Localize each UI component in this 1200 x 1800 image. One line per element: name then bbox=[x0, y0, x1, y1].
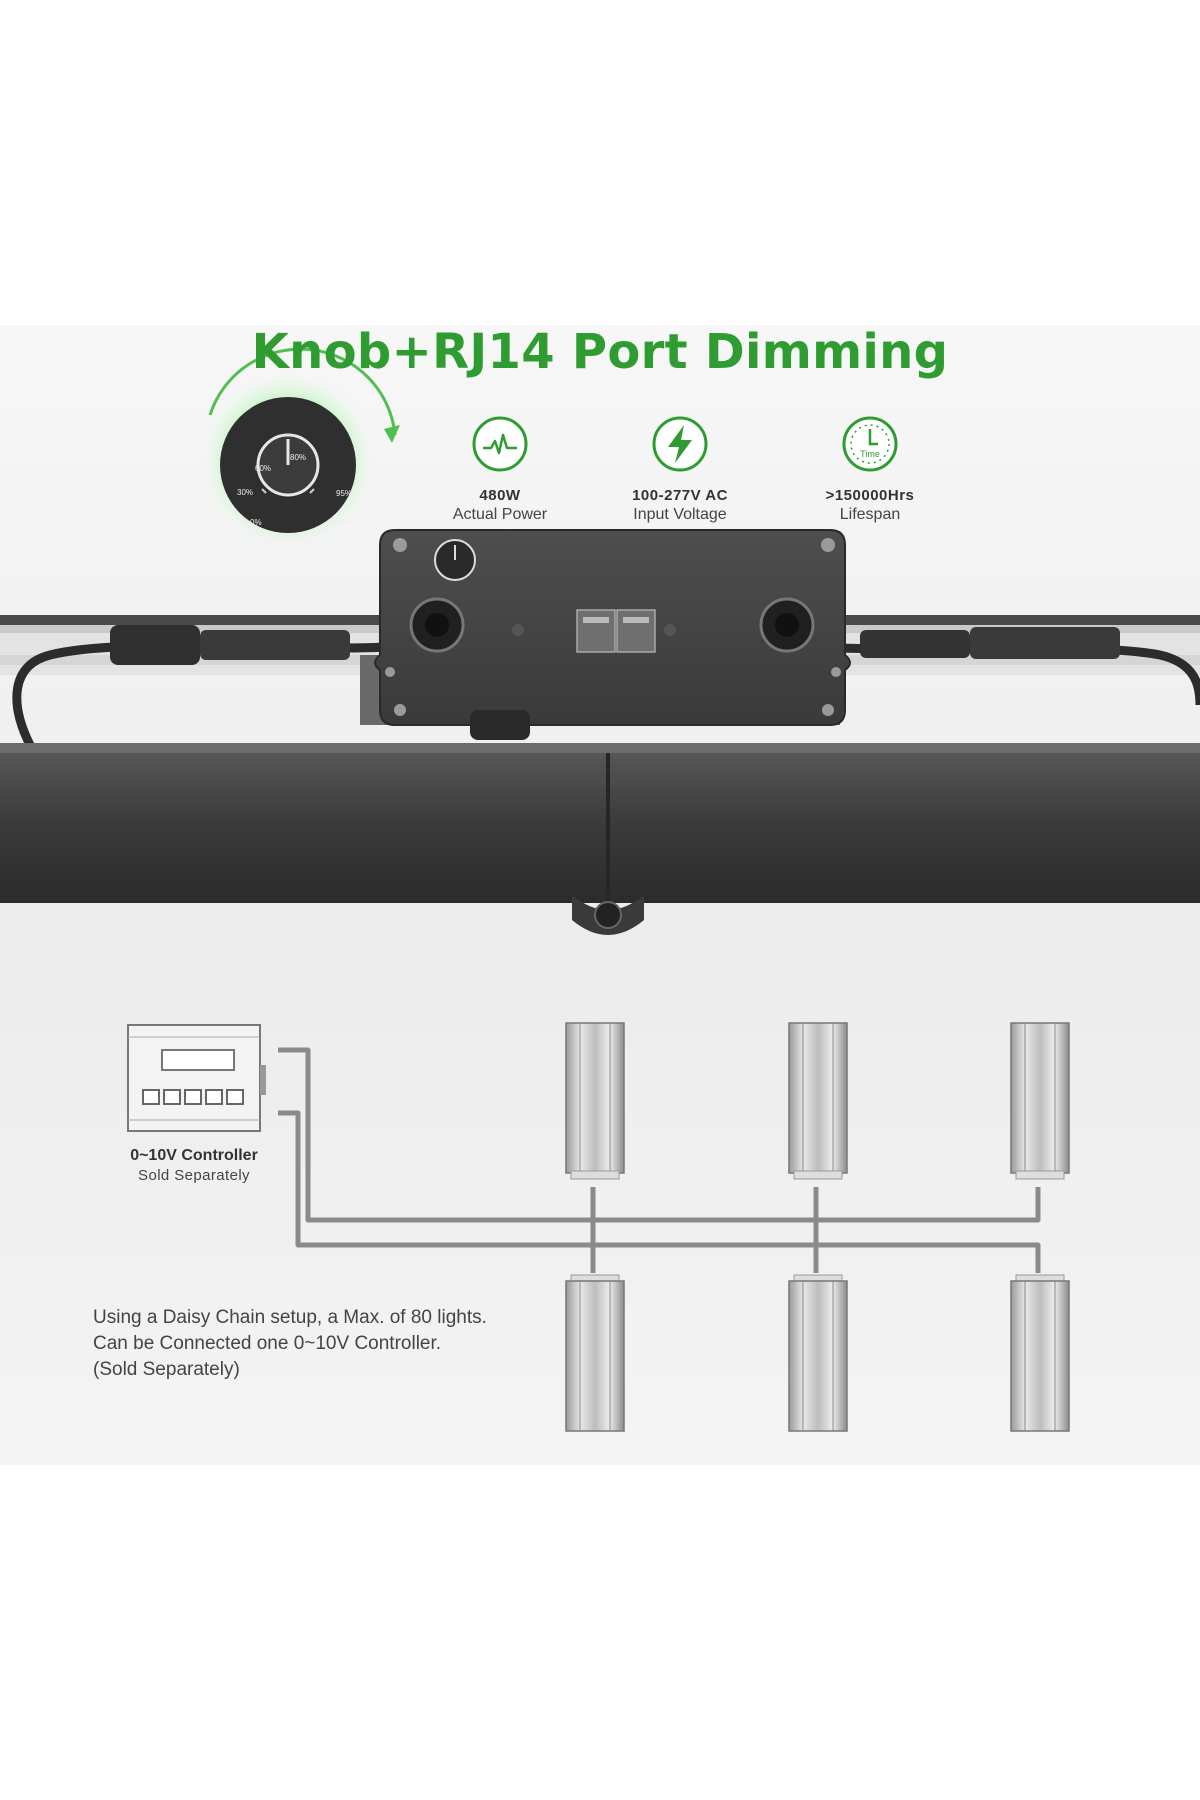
daisy-chain-note: Using a Daisy Chain setup, a Max. of 80 … bbox=[93, 1305, 487, 1383]
dial-mark-0: 0% bbox=[250, 518, 262, 527]
feature-lifespan-value: >150000Hrs bbox=[825, 487, 915, 504]
power-cables bbox=[12, 625, 1200, 748]
light-fixtures-top-row bbox=[565, 1022, 1070, 1180]
feature-voltage-label: Input Voltage bbox=[633, 506, 727, 523]
power-wave-icon bbox=[472, 416, 528, 472]
feature-power-label: Actual Power bbox=[452, 506, 548, 523]
daisy-chain-wiring bbox=[278, 1047, 1041, 1273]
product-banner: 60% 80% 30% 95% 0% 100% Knob+RJ14 Port D… bbox=[0, 325, 1200, 1465]
product-illustration bbox=[0, 347, 1200, 1432]
dial-mark-95: 95% bbox=[336, 489, 352, 498]
dial-mark-60: 60% bbox=[255, 464, 271, 473]
fixture-frame bbox=[0, 743, 1200, 935]
feature-lifespan: Time >150000Hrs Lifespan bbox=[760, 415, 980, 524]
controller-caption: 0~10V Controller Sold Separately bbox=[84, 1147, 304, 1184]
feature-power: 480W Actual Power bbox=[390, 415, 610, 524]
dial-callout bbox=[200, 347, 400, 548]
feature-lifespan-label: Lifespan bbox=[839, 506, 901, 523]
controller-title: 0~10V Controller bbox=[130, 1147, 258, 1164]
dial-mark-100: 100% bbox=[330, 518, 350, 527]
dial-labels: 60% 80% 30% 95% 0% 100% bbox=[237, 453, 352, 527]
light-fixtures-bottom-row bbox=[565, 1274, 1070, 1432]
dial-mark-80: 80% bbox=[290, 453, 306, 462]
note-line-2: Can be Connected one 0~10V Controller. bbox=[93, 1333, 442, 1354]
controller-subtitle: Sold Separately bbox=[138, 1167, 250, 1184]
dial-mark-30: 30% bbox=[237, 488, 253, 497]
feature-voltage-value: 100-277V AC bbox=[632, 487, 728, 504]
controller-device bbox=[127, 1024, 266, 1132]
lightning-bolt-icon bbox=[652, 416, 708, 472]
note-line-3: (Sold Separately) bbox=[93, 1359, 240, 1380]
feature-power-value: 480W bbox=[479, 487, 521, 504]
note-line-1: Using a Daisy Chain setup, a Max. of 80 … bbox=[93, 1307, 487, 1328]
clock-icon: Time bbox=[842, 416, 898, 472]
feature-voltage: 100-277V AC Input Voltage bbox=[570, 415, 790, 524]
clock-icon-text: Time bbox=[860, 449, 880, 459]
driver-box bbox=[374, 529, 851, 740]
page-title: Knob+RJ14 Port Dimming bbox=[251, 325, 949, 380]
